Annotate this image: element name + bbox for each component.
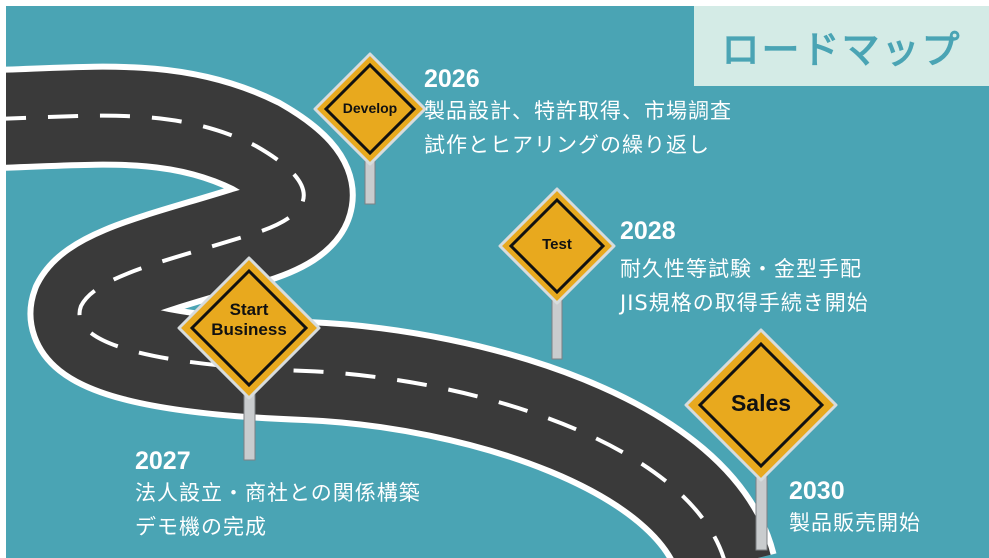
milestone-year: 2028 [620,217,676,245]
title-box: ロードマップ [694,6,989,86]
sign-start-business-label: Start Business [179,300,319,339]
sign-inner-border [189,268,309,388]
sign-start-business: Start Business [177,256,321,461]
milestone-line: 法人設立・商社との関係構築 [135,481,421,505]
page-title: ロードマップ [721,27,962,72]
milestone-line: JIS規格の取得手続き開始 [620,291,869,315]
sign-test-graphic [498,187,616,360]
sign-sales-label-line: Sales [730,390,792,416]
milestone-2026: 2026 製品設計、特許取得、市場調査 試作とヒアリングの繰り返し [424,64,732,162]
sign-test-label-line: Test [542,236,572,253]
sign-inner-border [508,197,606,295]
sign-sales-graphic [684,328,838,551]
sign-develop-graphic [313,52,427,205]
sign-sales-label: Sales [686,390,836,416]
sign-start-business-graphic [177,256,321,461]
milestone-line: 試作とヒアリングの繰り返し [424,133,710,157]
sign-board [684,328,838,482]
sign-board [177,256,321,400]
sign-board [313,52,427,166]
sign-board [498,187,616,305]
roadmap-slide: ロードマップ Develop Start Business [6,6,989,558]
sign-post [755,469,768,551]
milestone-2028: 2028 耐久性等試験・金型手配 JIS規格の取得手続き開始 [620,216,869,320]
sign-develop-label: Develop [315,100,425,116]
sign-test: Test [498,187,616,360]
milestone-year: 2027 [135,447,191,475]
milestone-2027: 2027 法人設立・商社との関係構築 デモ機の完成 [135,446,421,544]
milestone-line: 製品販売開始 [789,511,921,535]
milestone-year: 2030 [789,477,845,505]
sign-business-label-line: Business [211,319,287,339]
road-center-line [6,113,726,558]
milestone-line: 耐久性等試験・金型手配 [620,257,862,281]
road-illustration [6,63,777,558]
sign-sales: Sales [684,328,838,551]
sign-develop: Develop [313,52,427,205]
sign-test-label: Test [500,236,614,253]
milestone-2030: 2030 製品販売開始 [789,476,921,540]
milestone-year: 2026 [424,65,480,93]
sign-inner-border [323,62,417,156]
milestone-line: デモ機の完成 [135,515,267,539]
milestone-line: 製品設計、特許取得、市場調査 [424,99,732,123]
sign-develop-label-line: Develop [342,100,398,116]
sign-start-label-line: Start [229,300,269,319]
sign-inner-border [697,341,825,469]
